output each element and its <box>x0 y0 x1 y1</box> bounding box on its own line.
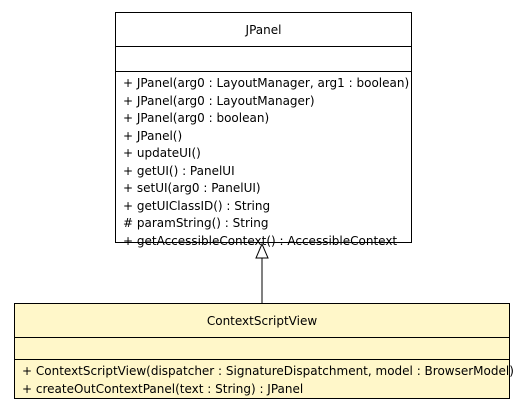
operation-item: + getAccessibleContext() : AccessibleCon… <box>123 233 398 248</box>
operation-item: + getUI() : PanelUI <box>123 163 235 178</box>
attributes-compartment-jpanel <box>116 47 411 72</box>
operations-compartment-jpanel: + JPanel(arg0 : LayoutManager, arg1 : bo… <box>116 72 411 250</box>
operation-item: # paramString() : String <box>123 216 269 230</box>
operation-item: + getUIClassID() : String <box>123 198 271 213</box>
operation-item: + ContextScriptView(dispatcher : Signatu… <box>22 364 514 378</box>
inheritance-arrowhead-icon <box>255 242 269 259</box>
operation-item: + JPanel(arg0 : LayoutManager) <box>123 93 315 108</box>
operation-item: + JPanel() <box>123 128 183 143</box>
operation-item: + createOutContextPanel(text : String) :… <box>22 381 304 396</box>
attributes-compartment-context-script-view <box>15 338 509 360</box>
operations-compartment-context-script-view: + ContextScriptView(dispatcher : Signatu… <box>15 360 514 398</box>
operation-item: + JPanel(arg0 : LayoutManager, arg1 : bo… <box>123 76 410 90</box>
operation-item: + JPanel(arg0 : boolean) <box>123 111 270 125</box>
class-context-script-view[interactable]: ContextScriptView + ContextScriptView(di… <box>14 303 514 399</box>
class-name-jpanel: JPanel <box>116 13 411 47</box>
operation-item: + setUI(arg0 : PanelUI) <box>123 181 261 195</box>
class-name-context-script-view: ContextScriptView <box>15 304 509 338</box>
operation-item: + updateUI() <box>123 146 201 160</box>
class-jpanel[interactable]: JPanel + JPanel(arg0 : LayoutManager, ar… <box>115 12 412 248</box>
